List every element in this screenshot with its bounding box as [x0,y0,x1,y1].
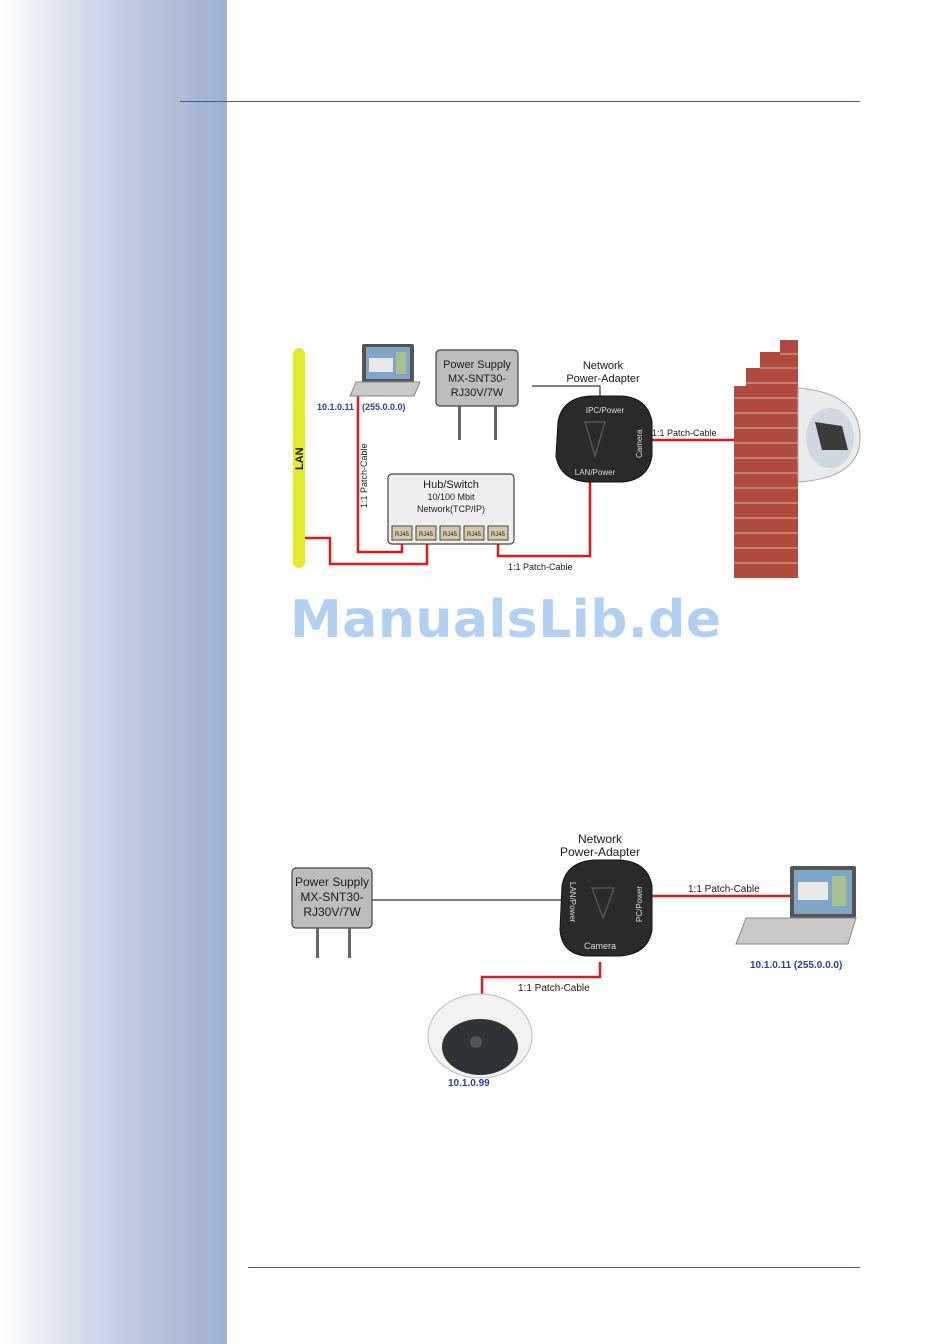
adapter2-title-2: Power-Adapter [560,845,640,859]
patch-cable-bottom-label: 1:1 Patch-Cable [508,562,573,572]
rj45-port: RJ45 [463,525,485,541]
power-supply2-line-1: Power Supply [295,875,369,889]
network-diagram-direct-svg: Network Power-Adapter Power Supply MX-SN… [291,832,857,1089]
power-supply: Power Supply MX-SNT30- RJ30V/7W [435,349,519,440]
hub-line-2: 10/100 Mbit [427,492,475,502]
rj45-port-label: RJ45 [419,532,434,538]
cable-laptop-to-hub [356,396,404,554]
network-diagram-lan: LAN 10.1.0.11 (255.0.0.0) 1:1 Patch-Cabl… [270,338,861,578]
page-sidebar-gradient [0,0,227,1344]
power-supply2-line-2: MX-SNT30- [300,890,363,904]
watermark: ManualsLib.de [290,590,722,650]
network-power-adapter: IPC/Power Camera LAN/Power [555,395,653,483]
lan-label: LAN [294,447,306,470]
rj45-port-label: RJ45 [395,532,410,538]
adapter-port-bottom: LAN/Power [575,468,616,477]
laptop-icon [349,344,421,397]
rj45-port: RJ45 [415,525,437,541]
cable-power-to-adapter [532,385,601,398]
laptop2-ip: 10.1.0.11 (255.0.0.0) [750,960,842,971]
adapter2-port-left: LAN/Power [568,882,577,923]
rj45-port: RJ45 [439,525,461,541]
hub-line-3: Network(TCP/IP) [417,504,485,514]
cable-lan-to-hub [305,536,429,566]
header-rule [180,101,860,102]
hub-switch: Hub/Switch 10/100 Mbit Network(TCP/IP) R… [387,473,515,545]
brick-wall [734,340,798,578]
patch-cable2-camera-label: 1:1 Patch-Cable [518,983,590,994]
adapter-port-top: IPC/Power [586,406,625,415]
adapter2-title-1: Network [578,832,623,846]
network-power-adapter-2: LAN/Power PC/Power Camera [559,859,653,957]
adapter-title-1: Network [583,360,624,372]
power-supply-2: Power Supply MX-SNT30- RJ30V/7W [291,867,373,958]
dome-camera-wall [797,387,861,483]
patch-cable-right-label: 1:1 Patch-Cable [652,428,717,438]
patch-cable-vertical-label: 1:1 Patch-Cable [359,443,369,508]
power-supply-line-1: Power Supply [443,359,511,371]
footer-rule [248,1267,860,1268]
power-supply2-line-3: RJ30V/7W [303,905,361,919]
adapter-title-2: Power-Adapter [566,373,640,385]
laptop-mask: (255.0.0.0) [362,402,406,412]
network-diagram-lan-svg: LAN 10.1.0.11 (255.0.0.0) 1:1 Patch-Cabl… [293,340,861,578]
patch-cable2-right-label: 1:1 Patch-Cable [688,884,760,895]
laptop-ip: 10.1.0.11 [317,402,354,412]
adapter-port-side: Camera [635,429,644,458]
rj45-port: RJ45 [487,525,509,541]
rj45-port-label: RJ45 [467,532,482,538]
rj45-port: RJ45 [391,525,413,541]
rj45-port-label: RJ45 [491,532,506,538]
adapter2-port-right: PC/Power [635,886,644,922]
network-diagram-direct: Network Power-Adapter Power Supply MX-SN… [280,822,860,1097]
cable-hub-to-adapter [496,478,592,558]
rj45-port-label: RJ45 [443,532,458,538]
power-supply-line-2: MX-SNT30- [448,373,506,385]
dome-camera-2 [427,993,533,1079]
camera-ip: 10.1.0.99 [448,1078,490,1089]
lan-bar [293,348,305,568]
cable2-adapter-to-camera [480,962,602,1000]
power-supply-line-3: RJ30V/7W [451,387,504,399]
laptop-icon-2 [735,866,857,945]
adapter2-port-bottom: Camera [584,941,616,951]
hub-line-1: Hub/Switch [423,479,479,491]
